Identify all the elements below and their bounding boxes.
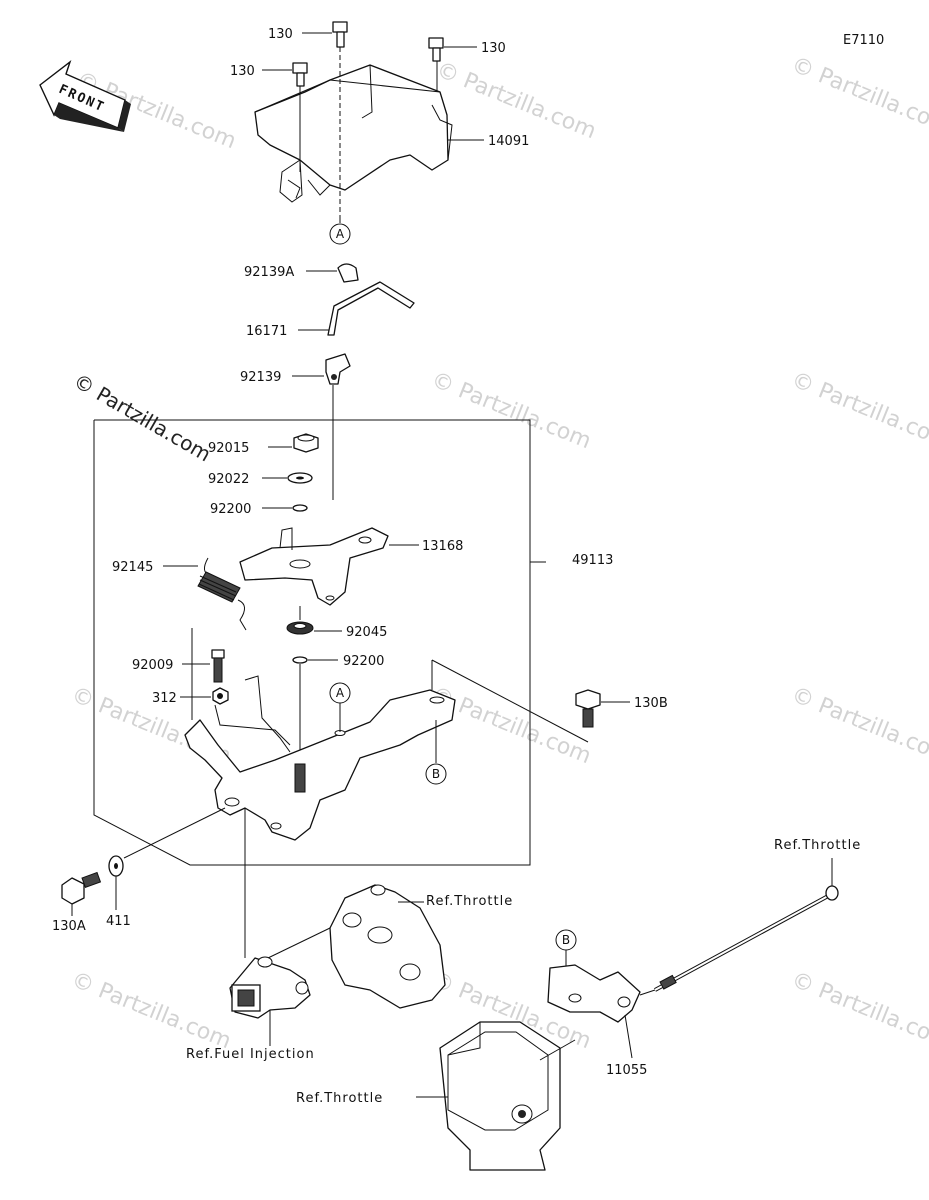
marker-a-text: A <box>336 227 345 241</box>
bolt-130-right <box>428 37 444 92</box>
nut-312 <box>212 687 229 705</box>
label-92139a: 92139A <box>244 265 294 280</box>
throttle-cable <box>639 885 839 996</box>
bracket-assembly <box>184 675 456 841</box>
washer-92200-lower <box>292 656 308 664</box>
label-11055: 11055 <box>606 1063 647 1078</box>
watermark: © Partzilla.com <box>428 367 595 454</box>
label-92200: 92200 <box>343 654 384 669</box>
label-ref-throttle: Ref.Throttle <box>296 1091 383 1106</box>
watermark: © Partzilla.com <box>788 52 929 139</box>
throttle-body-upper <box>329 884 446 1009</box>
label-49113: 49113 <box>572 553 613 568</box>
label-312: 312 <box>152 691 177 706</box>
diagram-code: E7110 <box>843 33 884 48</box>
label-14091: 14091 <box>488 134 529 149</box>
washer-92200 <box>292 504 308 512</box>
throttle-body-lower <box>439 1021 561 1171</box>
marker-b-text: B <box>432 767 440 781</box>
label-16171: 16171 <box>246 324 287 339</box>
watermark: © Partzilla.com <box>788 367 929 454</box>
marker-b-text: B <box>562 933 570 947</box>
label-92200: 92200 <box>210 502 251 517</box>
lever-13168 <box>239 527 389 606</box>
spring-92145 <box>197 557 247 631</box>
copyright-text: © Partzilla.com <box>70 369 216 467</box>
label-411: 411 <box>106 914 131 929</box>
marker-a-text: A <box>336 686 345 700</box>
cover-14091 <box>254 64 453 203</box>
label-ref-throttle: Ref.Throttle <box>774 838 861 853</box>
label-92022: 92022 <box>208 472 249 487</box>
watermark: © Partzilla.com <box>788 967 929 1054</box>
bolt-92009 <box>211 649 225 683</box>
marker-a <box>329 223 351 245</box>
marker-b <box>425 763 447 785</box>
label-92145: 92145 <box>112 560 153 575</box>
hose-16171 <box>327 281 415 336</box>
washer-411 <box>108 855 124 877</box>
label-130a: 130A <box>52 919 86 934</box>
label-130: 130 <box>230 64 255 79</box>
bushing-92045 <box>286 606 314 635</box>
clamp-92139 <box>325 353 351 385</box>
bolt-130-left <box>292 62 308 172</box>
sensor-fuel-injection <box>229 956 311 1019</box>
bolt-130-top <box>332 21 348 215</box>
bracket-11055 <box>547 964 641 1023</box>
label-13168: 13168 <box>422 539 463 554</box>
label-130b: 130B <box>634 696 668 711</box>
label-130: 130 <box>268 27 293 42</box>
bolt-130b <box>575 689 601 728</box>
label-92045: 92045 <box>346 625 387 640</box>
label-92139: 92139 <box>240 370 281 385</box>
label-ref-fuel-injection: Ref.Fuel Injection <box>186 1047 315 1062</box>
clamp-92139a <box>337 263 359 283</box>
nut-92015 <box>293 433 319 453</box>
bolt-130a <box>61 871 102 905</box>
watermark: © Partzilla.com <box>68 967 235 1054</box>
watermark: © Partzilla.com <box>433 57 600 144</box>
label-92009: 92009 <box>132 658 173 673</box>
label-ref-throttle: Ref.Throttle <box>426 894 513 909</box>
label-130: 130 <box>481 41 506 56</box>
label-92015: 92015 <box>208 441 249 456</box>
watermark: © Partzilla.com <box>788 682 929 769</box>
watermark: © Partzilla.com <box>428 682 595 769</box>
